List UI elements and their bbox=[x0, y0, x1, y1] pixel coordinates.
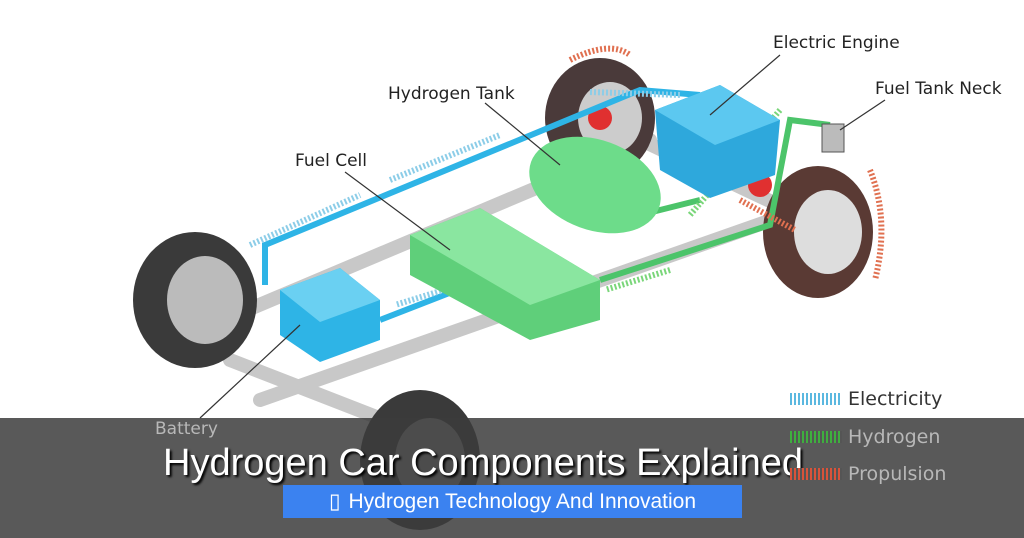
category-label: Hydrogen Technology And Innovation bbox=[348, 489, 697, 513]
label-fuel-tank-neck: Fuel Tank Neck bbox=[875, 79, 1002, 99]
electricity-swatch bbox=[790, 393, 842, 405]
pipes bbox=[262, 86, 831, 323]
battery bbox=[280, 268, 380, 362]
tag-icon: ▯ bbox=[328, 490, 341, 513]
page-title: Hydrogen Car Components Explained bbox=[163, 442, 804, 484]
legend-label: Propulsion bbox=[848, 463, 947, 485]
caption-overlay bbox=[0, 418, 1024, 538]
label-battery: Battery bbox=[155, 419, 218, 439]
legend-label: Hydrogen bbox=[848, 426, 941, 448]
hydrogen-tank bbox=[529, 136, 661, 234]
label-hydrogen-tank: Hydrogen Tank bbox=[388, 84, 515, 104]
label-fuel-cell: Fuel Cell bbox=[295, 151, 367, 171]
category-badge[interactable]: ▯ Hydrogen Technology And Innovation bbox=[283, 485, 742, 518]
leader-lines bbox=[199, 54, 886, 419]
fuel-tank-neck bbox=[821, 123, 845, 153]
fuel-cell bbox=[410, 208, 600, 340]
electric-engine bbox=[655, 85, 780, 198]
hydrogen-swatch bbox=[790, 431, 842, 443]
legend-hydrogen: Hydrogen bbox=[790, 426, 940, 448]
legend-propulsion: Propulsion bbox=[790, 463, 946, 485]
propulsion-swatch bbox=[790, 468, 842, 480]
legend-label: Electricity bbox=[848, 388, 943, 410]
label-electric-engine: Electric Engine bbox=[773, 33, 900, 53]
legend-electricity: Electricity bbox=[790, 388, 942, 410]
